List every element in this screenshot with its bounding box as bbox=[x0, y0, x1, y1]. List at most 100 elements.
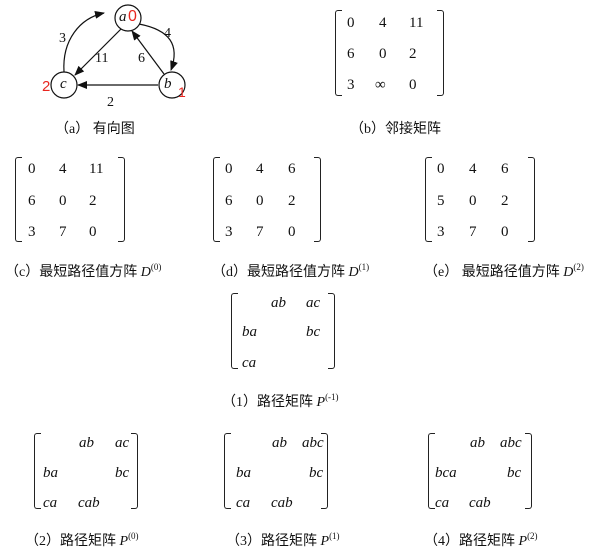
matrix-cell: 0 bbox=[288, 224, 296, 240]
matrix-cell: 7 bbox=[256, 224, 264, 240]
matrix-cell: cab bbox=[78, 495, 100, 511]
left-bracket bbox=[213, 157, 220, 242]
left-bracket bbox=[34, 433, 41, 509]
matrix-cell: ca bbox=[435, 495, 450, 511]
matrix-cell: 7 bbox=[469, 224, 477, 240]
matrix-cell: 2 bbox=[89, 193, 97, 209]
p-matrix-1: ab abc ba bc ca cab bbox=[224, 433, 328, 511]
p-matrix-initial: ab ac ba bc ca bbox=[231, 293, 335, 371]
right-bracket bbox=[328, 293, 335, 369]
left-bracket bbox=[428, 433, 435, 509]
edge-weight-a-c: 11 bbox=[95, 51, 109, 66]
matrix-cell: 3 bbox=[225, 224, 233, 240]
matrix-cell: 5 bbox=[437, 193, 445, 209]
matrix-cell: 4 bbox=[469, 161, 477, 177]
left-bracket bbox=[425, 157, 432, 242]
matrix-cell: ab bbox=[272, 435, 287, 451]
matrix-cell: 3 bbox=[347, 77, 355, 93]
caption-d-matrix-2: （e） 最短路径值方阵 D(2) bbox=[424, 262, 584, 280]
p-matrix-0: ab ac ba bc ca cab bbox=[34, 433, 138, 511]
matrix-cell: 11 bbox=[89, 161, 104, 177]
edge-weight-a-b: 4 bbox=[164, 26, 171, 41]
matrix-cell: 6 bbox=[28, 193, 36, 209]
right-bracket bbox=[525, 433, 532, 509]
node-c-index: 2 bbox=[42, 78, 51, 95]
node-b bbox=[158, 71, 186, 99]
caption-d-matrix-0: （c）最短路径值方阵 D(0) bbox=[5, 262, 162, 280]
d-matrix-0: 0 4 11 6 0 2 3 7 0 bbox=[15, 157, 125, 242]
matrix-cell: 0 bbox=[225, 161, 233, 177]
matrix-cell: 0 bbox=[437, 161, 445, 177]
matrix-cell: 4 bbox=[59, 161, 67, 177]
matrix-cell: 0 bbox=[256, 193, 264, 209]
node-c-label: c bbox=[60, 76, 67, 92]
matrix-cell: 0 bbox=[379, 46, 387, 62]
caption-d-matrix-1: （d）最短路径值方阵 D(1) bbox=[212, 262, 370, 280]
matrix-cell: 11 bbox=[409, 15, 424, 31]
caption-directed-graph: （a） 有向图 bbox=[55, 122, 135, 137]
directed-graph bbox=[50, 4, 186, 99]
matrix-cell: 0 bbox=[469, 193, 477, 209]
matrix-cell: ca bbox=[236, 495, 251, 511]
matrix-cell: cab bbox=[469, 495, 491, 511]
right-bracket bbox=[528, 157, 535, 242]
matrix-cell: bc bbox=[507, 465, 522, 481]
matrix-cell: ca bbox=[43, 495, 58, 511]
left-bracket bbox=[231, 293, 238, 369]
caption-p-matrix-initial: （1）路径矩阵 P(-1) bbox=[222, 392, 339, 410]
right-bracket bbox=[131, 433, 138, 509]
caption-p-matrix-1: （3）路径矩阵 P(1) bbox=[226, 531, 340, 549]
edge-weight-b-a: 6 bbox=[138, 51, 145, 66]
edge-weight-c-a: 3 bbox=[59, 31, 66, 46]
matrix-cell: bc bbox=[306, 324, 321, 340]
matrix-cell: 2 bbox=[409, 46, 417, 62]
edge-a-c bbox=[74, 28, 122, 76]
matrix-cell: 7 bbox=[59, 224, 67, 240]
matrix-cell: ab bbox=[470, 435, 485, 451]
matrix-cell: 6 bbox=[288, 161, 296, 177]
right-bracket bbox=[321, 433, 328, 509]
left-bracket bbox=[15, 157, 22, 242]
matrix-cell: ba bbox=[236, 465, 251, 481]
matrix-cell: 0 bbox=[409, 77, 417, 93]
node-b-index: 1 bbox=[178, 84, 186, 100]
node-a-label: a bbox=[119, 9, 127, 25]
matrix-cell: 2 bbox=[501, 193, 509, 209]
caption-p-matrix-0: （2）路径矩阵 P(0) bbox=[25, 531, 139, 549]
matrix-cell: ab bbox=[271, 295, 286, 311]
adjacency-matrix: 0 4 11 6 0 2 3 ∞ 0 bbox=[335, 10, 444, 96]
matrix-cell: cab bbox=[271, 495, 293, 511]
matrix-cell: 6 bbox=[501, 161, 509, 177]
matrix-cell: 0 bbox=[59, 193, 67, 209]
matrix-cell: 0 bbox=[501, 224, 509, 240]
left-bracket bbox=[224, 433, 231, 509]
matrix-cell: 6 bbox=[347, 46, 355, 62]
matrix-cell: bca bbox=[435, 465, 457, 481]
matrix-cell: 0 bbox=[89, 224, 97, 240]
matrix-cell: abc bbox=[500, 435, 522, 451]
matrix-cell: 6 bbox=[225, 193, 233, 209]
matrix-cell: 2 bbox=[288, 193, 296, 209]
left-bracket bbox=[335, 10, 342, 96]
matrix-cell: ab bbox=[79, 435, 94, 451]
p-matrix-2: ab abc bca bc ca cab bbox=[428, 433, 532, 511]
node-a-index: 0 bbox=[128, 8, 137, 25]
caption-adjacency-matrix: （b）邻接矩阵 bbox=[350, 122, 441, 137]
matrix-cell: bc bbox=[115, 465, 130, 481]
matrix-cell: ∞ bbox=[375, 77, 386, 93]
caption-p-matrix-2: （4）路径矩阵 P(2) bbox=[424, 531, 538, 549]
matrix-cell: ca bbox=[242, 355, 257, 371]
d-matrix-2: 0 4 6 5 0 2 3 7 0 bbox=[425, 157, 535, 242]
node-a bbox=[114, 4, 142, 32]
node-b-label: b bbox=[164, 76, 172, 92]
matrix-cell: 4 bbox=[379, 15, 387, 31]
matrix-cell: 0 bbox=[28, 161, 36, 177]
matrix-cell: ba bbox=[242, 324, 257, 340]
edge-b-a bbox=[131, 30, 165, 75]
d-matrix-1: 0 4 6 6 0 2 3 7 0 bbox=[213, 157, 321, 242]
matrix-cell: 3 bbox=[28, 224, 36, 240]
matrix-cell: ac bbox=[306, 295, 321, 311]
right-bracket bbox=[437, 10, 444, 96]
matrix-cell: bc bbox=[309, 465, 324, 481]
edge-a-b bbox=[138, 23, 178, 71]
